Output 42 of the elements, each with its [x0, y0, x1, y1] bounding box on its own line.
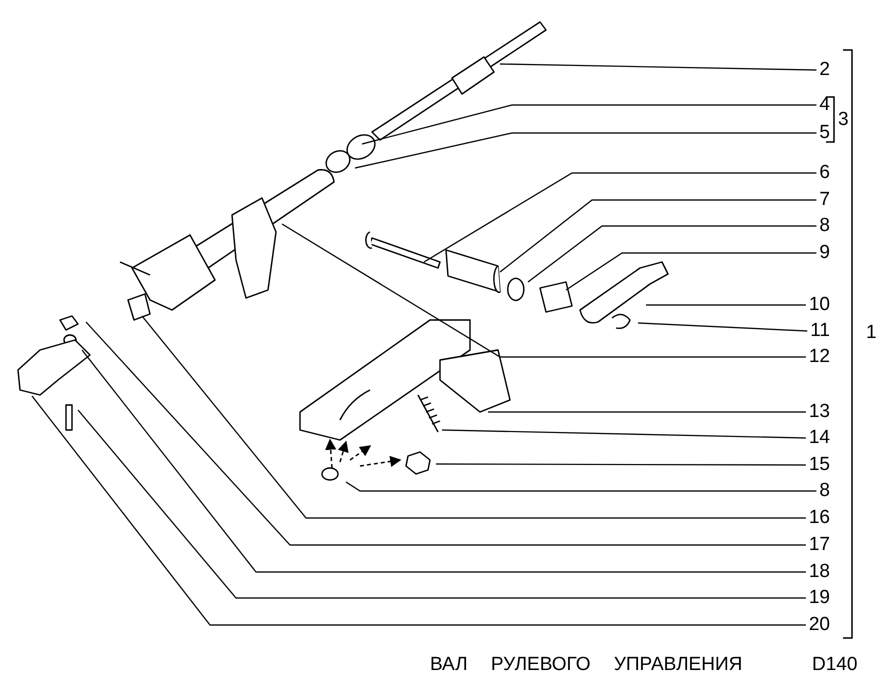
- leader-line: [346, 482, 816, 492]
- leader-line: [488, 411, 806, 413]
- leader-line: [78, 410, 806, 599]
- callout-number: 8: [819, 215, 830, 237]
- leader-line: [354, 132, 816, 169]
- leader-line: [86, 322, 806, 546]
- callout-number: 15: [808, 454, 830, 476]
- leader-line: [500, 199, 816, 272]
- callout-number: 4: [819, 94, 830, 116]
- callout-number: 10: [808, 294, 830, 316]
- callout-number: 7: [819, 189, 830, 211]
- leader-line: [362, 104, 816, 145]
- callout-number: 6: [819, 162, 830, 184]
- callout-number: 20: [808, 614, 830, 636]
- callout-number: 8: [819, 480, 830, 502]
- callout-number: 17: [808, 534, 830, 556]
- figure-code: D140: [812, 654, 858, 676]
- callout-number: 1: [866, 322, 877, 344]
- leader-line: [442, 429, 806, 439]
- callout-number: 16: [808, 507, 830, 529]
- callout-number: 5: [819, 122, 830, 144]
- callout-number: 3: [838, 109, 849, 131]
- leader-line: [142, 316, 806, 519]
- callout-number: 19: [808, 587, 830, 609]
- leader-line: [638, 322, 808, 332]
- title: ВАЛ РУЛЕВОГО УПРАВЛЕНИЯ: [430, 654, 742, 676]
- callout-number: 9: [819, 242, 830, 264]
- leader-line: [282, 223, 806, 358]
- leader-line: [528, 225, 816, 282]
- leader-line: [424, 172, 816, 263]
- callout-number: 11: [810, 320, 830, 342]
- callout-number: 12: [808, 346, 830, 368]
- leader-line: [500, 63, 816, 71]
- leader-line: [566, 252, 816, 290]
- leader-line: [436, 463, 806, 466]
- leader-line: [82, 350, 806, 573]
- leader-line: [32, 396, 806, 626]
- callout-number: 18: [808, 561, 830, 583]
- leader-line: [646, 304, 806, 306]
- callout-number: 13: [808, 401, 830, 423]
- callout-number: 14: [808, 427, 830, 449]
- callout-number: 2: [819, 59, 830, 81]
